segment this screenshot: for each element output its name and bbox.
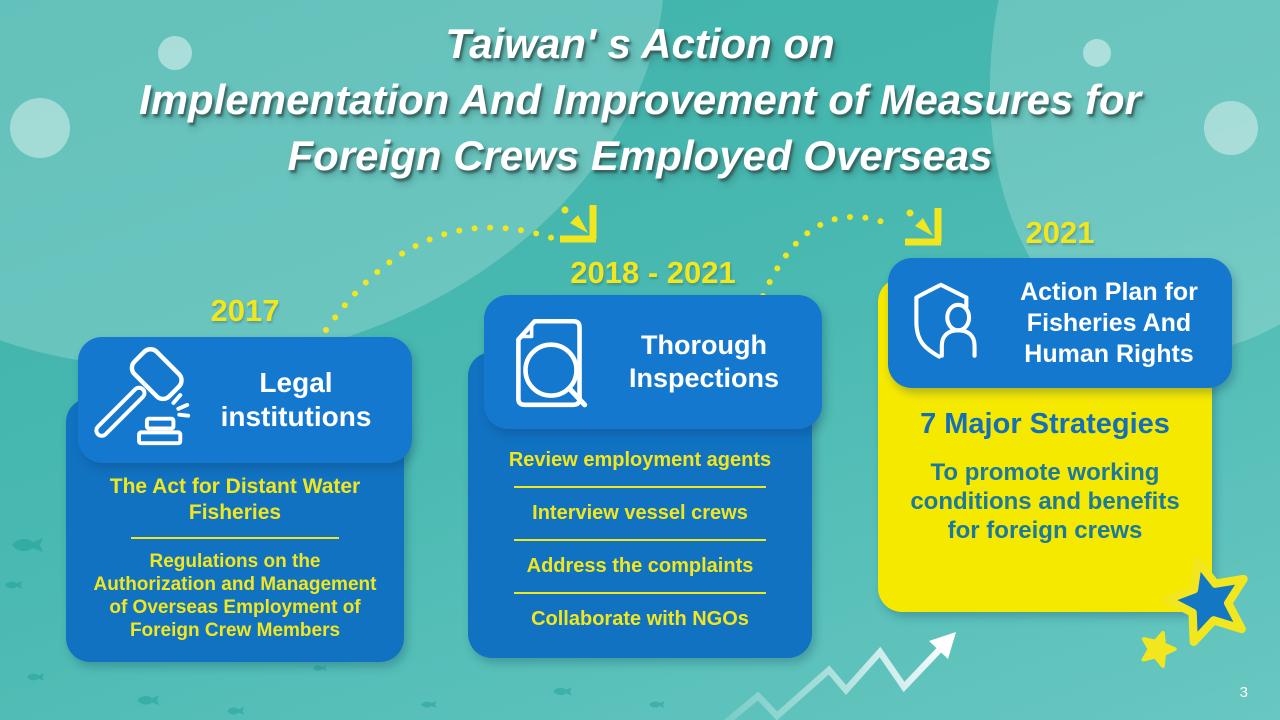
timeline-year-2018-2021: 2018 - 2021 [570, 255, 736, 290]
card-title-line: institutions [220, 401, 372, 432]
card-title-line: Human Rights [1024, 339, 1194, 368]
bubble-circle [158, 36, 192, 70]
document-search-icon [516, 318, 588, 408]
list-item: The Act for Distant Water Fisheries [109, 475, 361, 524]
star-icon [1163, 557, 1248, 647]
separator [514, 592, 766, 594]
timeline-year-2021: 2021 [1025, 215, 1095, 250]
list-item: Regulations on the Authorization and Man… [93, 551, 377, 641]
bubble-circle [10, 98, 70, 158]
card-title-line: Action Plan for [1020, 277, 1198, 306]
strategies-text: To promote working conditions and benefi… [910, 459, 1180, 544]
title-line-1: Taiwan' s Action on [445, 20, 835, 67]
corner-arrow-icon [560, 205, 597, 243]
thorough-inspections-body: Review employment agents Interview vesse… [468, 352, 812, 658]
legal-institutions-header: Legal institutions [78, 337, 412, 463]
card-title-line: Thorough [641, 330, 767, 360]
list-item: Collaborate with NGOs [531, 608, 749, 630]
card-title-line: Legal [259, 367, 333, 398]
action-plan-header: Action Plan for Fisheries And Human Righ… [888, 258, 1232, 388]
list-item: Address the complaints [526, 555, 754, 577]
bubble-circle [1083, 39, 1111, 67]
thorough-inspections-header: Thorough Inspections [484, 295, 822, 429]
page-number: 3 [1239, 684, 1248, 701]
title-line-2: Implementation And Improvement of Measur… [139, 76, 1141, 123]
separator [514, 486, 766, 488]
list-item: Review employment agents [508, 449, 772, 471]
gavel-icon [94, 347, 191, 446]
slide-title: Taiwan' s Action on Implementation And I… [0, 16, 1280, 184]
card-title: Thorough Inspections [604, 329, 822, 395]
card-title-line: Fisheries And [1026, 308, 1192, 337]
bubble-circle [1204, 101, 1258, 155]
list-item: Interview vessel crews [532, 502, 748, 524]
shield-person-icon [914, 282, 977, 359]
card-title: Action Plan for Fisheries And Human Righ… [1000, 277, 1232, 370]
title-line-3: Foreign Crews Employed Overseas [287, 132, 993, 179]
timeline-year-2017: 2017 [210, 293, 280, 328]
small-star-icon [1141, 630, 1177, 668]
strategies-title: 7 Major Strategies [920, 408, 1170, 440]
card-title: Legal institutions [196, 366, 412, 434]
separator [130, 537, 340, 539]
separator [514, 539, 766, 541]
card-title-line: Inspections [628, 363, 780, 393]
